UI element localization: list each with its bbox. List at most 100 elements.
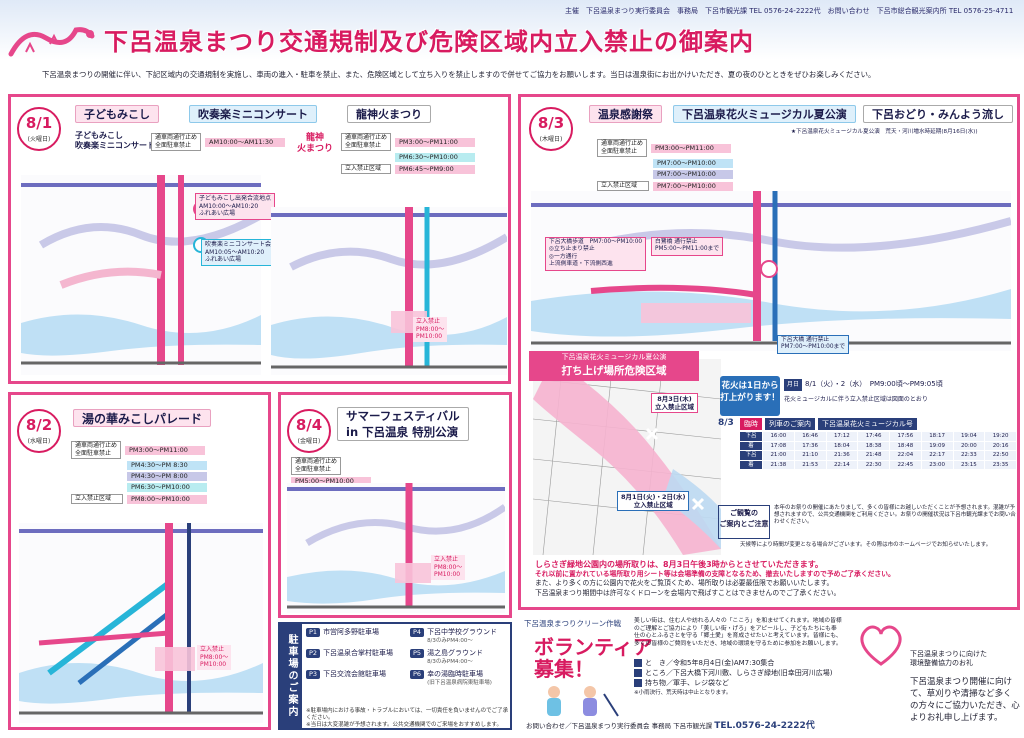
legend-time: PM6:30〜PM10:00 — [127, 483, 207, 492]
bullet-icon — [634, 669, 642, 677]
parking-lot-info: 市営阿多野駐車場 — [323, 628, 379, 637]
day3-date: 8/3 — [537, 114, 565, 132]
timetable-cell: 18:17 — [921, 432, 953, 441]
timetable-cell: 23:15 — [953, 460, 985, 469]
day2-date: 8/2 — [25, 416, 53, 434]
intro-text: 下呂温泉まつりの開催に伴い、下記区域内の交通規制を実施し、車両の進入・駐車を禁止… — [42, 70, 876, 79]
volunteer-text: 美しい街は、住む人や訪れる人々の「こころ」を和ませてくれます。地域の皆様のご理解… — [634, 618, 842, 647]
legend-row: 通車両通行止め 全面駐車禁止 AM10:00〜AM11:30 — [151, 133, 286, 151]
day3-callout-shirasagi: 白鷺橋 通行禁止 PM5:00〜PM11:00まで — [651, 237, 724, 256]
parking-lot-info: 幸の湯臨時駐車場(旧下呂温泉病院東駐車場) — [427, 670, 492, 688]
legend-row: 通車両通行止め 全面駐車禁止 PM3:00〜PM11:00 — [71, 441, 207, 459]
legend-time: PM3:00〜PM11:00 — [395, 137, 476, 147]
viewing-notes-text: 本年のお祭りの開催にあたりまして、多くの皆様にお越しいただくことが予想されます。… — [774, 505, 1016, 526]
day1-weekday: (火曜日) — [27, 136, 51, 143]
parking-name: 下呂交流会館駐車場 — [323, 670, 387, 678]
day4-panel: 8/4 (金曜日) サマーフェスティバル in 下呂温泉 特別公演 通車両通行止… — [278, 392, 512, 618]
organizer-line: 主催 下呂温泉まつり実行委員会 事務局 下呂市観光課 TEL 0576-24-2… — [565, 7, 1014, 15]
day3-weekday: (木曜日) — [539, 136, 563, 143]
legend-row: PM7:00〜PM10:00 — [653, 159, 733, 168]
parking-code: P5 — [410, 649, 425, 658]
timetable-cell: 22:14 — [826, 460, 858, 469]
day3-subnote: ★下呂温泉花火ミュージカル夏公演 荒天・河川増水時延期(8月16日(水)) — [791, 129, 978, 135]
timetable-cell: 18:48 — [890, 441, 921, 450]
timetable-cell: 20:16 — [985, 441, 1016, 450]
legend-row: 通車両通行止め 全面駐車禁止 — [291, 457, 371, 475]
legend-time: PM5:00〜PM10:00 — [291, 477, 371, 486]
legend-time: PM4:30〜PM 8:00 — [127, 472, 207, 481]
day1-right-caption: 龍神 火まつり — [297, 133, 334, 154]
day1-callout-concert: 吹奏楽ミニコンサート会場 AM10:05〜AM10:20 ふれあい広場 — [201, 239, 282, 266]
parking-name: 下呂中学校グラウンド — [427, 628, 498, 636]
day2-zone-note: 立入禁止 PM8:00〜 PM10:00 — [197, 645, 232, 670]
legend-row: 立入禁止区域 PM7:00〜PM10:00 — [597, 181, 733, 191]
timetable-cell: 17:08 — [763, 441, 794, 450]
day1-panel: 8/1 (火曜日) 子どもみこし 吹奏楽ミニコンサート 龍神火まつり 子どもみこ… — [8, 94, 511, 384]
parking-lot-info: 下呂交流会館駐車場 — [323, 670, 386, 679]
timetable-cell: 22:04 — [890, 451, 921, 460]
volunteer-when-row: と き／令和5年8月4日(金)AM7:30集合 — [634, 658, 842, 668]
dragon-logo-icon — [8, 27, 95, 57]
warning-line1: しらさぎ緑地公園内の場所取りは、8月3日午後3時からとさせていただきます。 — [535, 560, 823, 569]
danger-heading-small: 下呂温泉花火ミュージカル夏公演 — [561, 353, 667, 361]
day3-date-badge: 8/3 (木曜日) — [529, 107, 573, 151]
legend-time: PM7:00〜PM10:00 — [653, 181, 733, 191]
parking-name: 幸の湯臨時駐車場 — [427, 670, 484, 678]
legend-row: PM6:30〜PM10:00 — [127, 483, 207, 492]
volunteer-contact-tel: TEL.0576-24-2222代 — [714, 721, 815, 731]
timetable-cell: 22:33 — [953, 451, 985, 460]
day1-date-badge: 8/1 (火曜日) — [17, 107, 61, 151]
volunteer-where-row: ところ／下呂大橋下河川敷、しらさぎ緑地(旧幸田河川広場) — [634, 668, 842, 678]
day2-date-badge: 8/2 (水曜日) — [17, 409, 61, 453]
timetable-cell: 16:46 — [794, 432, 826, 441]
timetable-cell: 21:36 — [826, 451, 858, 460]
legend-row: 通車両通行止め 全面駐車禁止 PM3:00〜PM11:00 — [341, 133, 476, 151]
parking-note: 8/3のみPM4:00〜 — [427, 659, 473, 665]
day3-tab-odori: 下呂おどり・みんよう流し — [863, 105, 1013, 123]
volunteer-top: 下呂温泉まつりクリーン作戦 — [524, 619, 622, 628]
viewing-notes-extra: 天候等により時間が変更となる場合がございます。その際は市のホームページでお知らせ… — [740, 542, 992, 548]
day4-tab-summer-fest: サマーフェスティバル in 下呂温泉 特別公演 — [337, 407, 469, 441]
timetable-cell: 18:04 — [826, 441, 858, 450]
day4-zone-note: 立入禁止 PM8:00〜 PM10:00 — [431, 555, 466, 580]
parking-note: 8/3のみPM4:00〜 — [427, 638, 473, 644]
volunteer-bring: 持ち物／軍手、レジ袋など — [645, 679, 729, 687]
day2-weekday: (水曜日) — [27, 438, 51, 445]
timetable-station: 下呂 — [740, 451, 762, 460]
legend-time: PM3:00〜PM11:00 — [651, 143, 732, 153]
fireworks-tag: 月日 — [784, 379, 803, 391]
danger-zone-label-aug1-2: 8月1日(火)・2日(水) 立入禁止区域 — [617, 491, 690, 511]
legend-row: PM7:00〜PM10:00 — [653, 170, 733, 179]
legend-time: AM10:00〜AM11:30 — [205, 137, 286, 147]
day2-panel: 8/2 (水曜日) 湯の華みこしパレード 通車両通行止め 全面駐車禁止 PM3:… — [8, 392, 271, 730]
volunteer-contact-label: お問い合わせ／下呂温泉まつり実行委員会 事務局 下呂市観光課 — [526, 722, 713, 730]
timetable-cell: 21:38 — [763, 460, 794, 469]
timetable-station: 着 — [740, 441, 762, 450]
volunteer-contact: お問い合わせ／下呂温泉まつり実行委員会 事務局 下呂市観光課 TEL.0576-… — [526, 718, 844, 731]
timetable-cell: 22:45 — [890, 460, 921, 469]
legend-row: PM4:30〜PM 8:00 — [127, 472, 207, 481]
day1-tab-concert: 吹奏楽ミニコンサート — [189, 105, 317, 123]
day4-legend: 通車両通行止め 全面駐車禁止 PM5:00〜PM10:00 — [291, 457, 371, 488]
volunteer-details: と き／令和5年8月4日(金)AM7:30集合 ところ／下呂大橋下河川敷、しらさ… — [634, 658, 842, 698]
timetable-head-guide: 列車のご案内 — [765, 418, 815, 430]
bullet-icon — [634, 679, 642, 687]
day4-weekday: (金曜日) — [297, 438, 321, 445]
timetable-cell: 23:35 — [985, 460, 1016, 469]
legend-row: 通車両通行止め 全面駐車禁止 PM3:00〜PM11:00 — [597, 139, 733, 157]
day1-callout-mikoshi: 子どもみこし出発合流地点 AM10:00〜AM10:20 ふれあい広場 — [195, 193, 276, 220]
day3-callout-gero-bridge: 下呂大橋 通行禁止 PM7:00〜PM10:00まで — [777, 335, 850, 354]
day1-right-map — [271, 207, 507, 375]
legend-label: 通車両通行止め 全面駐車禁止 — [597, 139, 648, 157]
day3-tab-musical: 下呂温泉花火ミュージカル夏公演 — [673, 105, 856, 123]
volunteer-box: 下呂温泉まつりクリーン作戦 ボランティア 募集！ 美しい街は、住む人や訪れる人々… — [516, 614, 846, 732]
header-band: 主催 下呂温泉まつり実行委員会 事務局 下呂市観光課 TEL 0576-24-2… — [0, 0, 1024, 60]
warning-line4: 下呂温泉まつり期間中は許可なくドローンを会場内で飛ばすことはできませんのでご了承… — [535, 588, 841, 597]
